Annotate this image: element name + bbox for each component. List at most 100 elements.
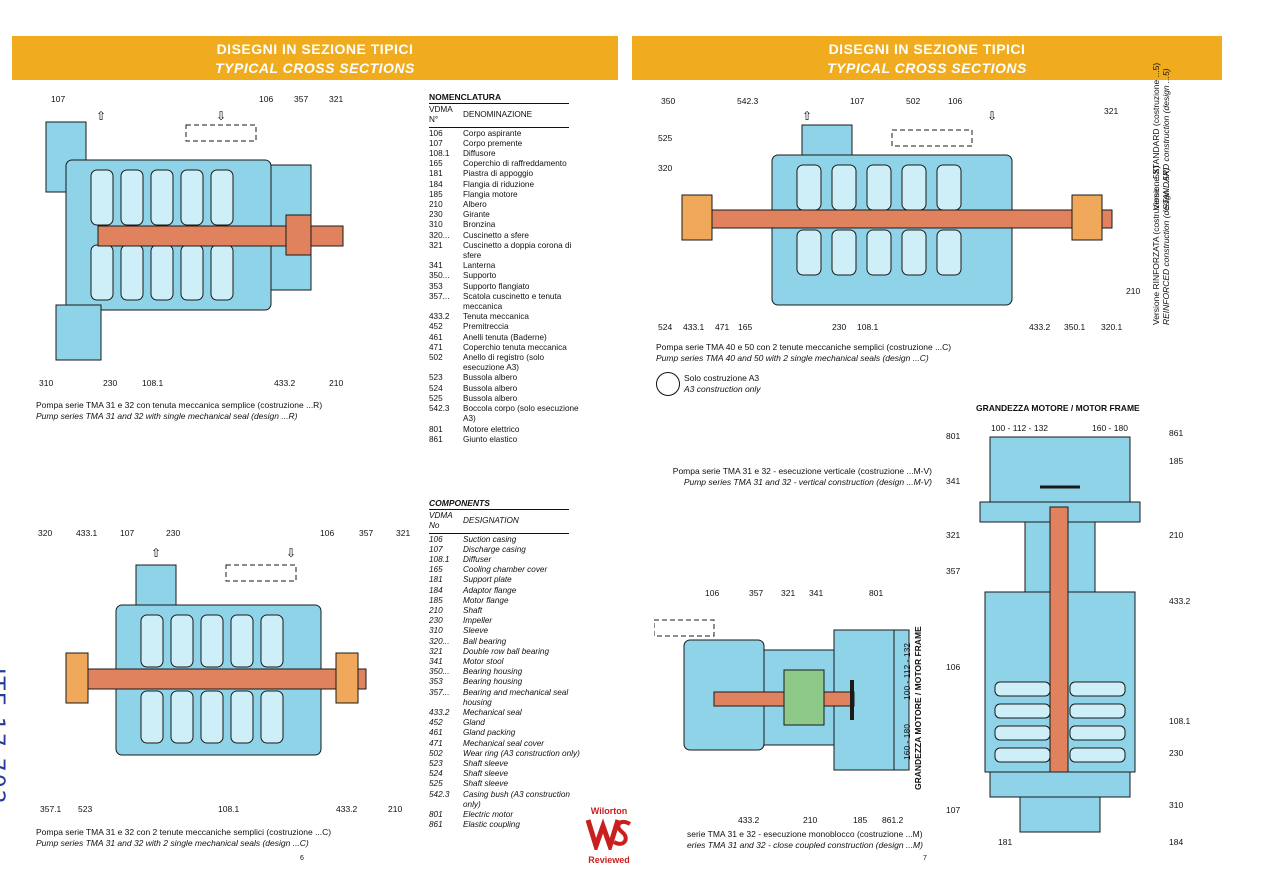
banner-title-it: DISEGNI IN SEZIONE TIPICI [828, 41, 1026, 57]
nomenclature-name: Giunto elastico [463, 434, 518, 444]
components-code: 108.1 [429, 555, 450, 565]
components-code: 357... [429, 687, 450, 697]
fig1-label: 321 [329, 94, 344, 104]
components-row: 184 Adaptor flange [429, 586, 583, 596]
fig3-label: 525 [658, 133, 673, 143]
svg-text:⇩: ⇩ [286, 546, 296, 560]
components-code: 321 [429, 646, 443, 656]
components-name: Gland [463, 718, 485, 728]
components-name: Ball bearing [463, 636, 507, 646]
nomenclature-col1: VDMA N° [429, 105, 453, 125]
fig4-label: 107 [946, 805, 961, 815]
nomenclature-name: Bussola albero [463, 373, 518, 383]
right-page: DISEGNI IN SEZIONE TIPICI TYPICAL CROSS … [632, 0, 1263, 893]
components-name: Impeller [463, 616, 493, 626]
fig5-frame-b: 160 - 180 [902, 724, 912, 760]
fig4-label: 210 [1169, 530, 1184, 540]
fig3-label: 106 [948, 96, 963, 106]
components-code: 452 [429, 718, 443, 728]
fig5-label: 321 [781, 588, 796, 598]
nomenclature-col2: DENOMINAZIONE [463, 110, 533, 120]
components-code: 184 [429, 585, 443, 595]
fig1-label: 357 [294, 94, 309, 104]
fig1-caption-en: Pump series TMA 31 and 32 with single me… [36, 411, 298, 421]
banner-title-en: TYPICAL CROSS SECTIONS [215, 60, 415, 76]
fig3-label: 350 [661, 96, 676, 106]
fig3-label: 542.3 [737, 96, 759, 106]
handwritten-note: ITE 17 702 [0, 668, 8, 806]
fig4-label: 861 [1169, 428, 1184, 438]
page-number: 6 [300, 855, 304, 862]
fig4-label: 108.1 [1169, 716, 1191, 726]
fig2-caption-it: Pompa serie TMA 31 e 32 con 2 tenute mec… [36, 827, 332, 837]
nomenclature-code: 321 [429, 240, 443, 250]
nomenclature-code: 353 [429, 281, 443, 291]
fig5-label: 210 [803, 815, 818, 825]
fig1-label: 106 [259, 94, 274, 104]
components-name: Suction casing [463, 534, 517, 544]
nomenclature-name: Premitreccia [463, 322, 509, 332]
left-banner: DISEGNI IN SEZIONE TIPICI TYPICAL CROSS … [12, 36, 618, 80]
components-name: Mechanical seal cover [463, 738, 545, 748]
nomenclature-code: 320... [429, 230, 450, 240]
fig5-label: 801 [869, 588, 884, 598]
nomenclature-name: Supporto [463, 271, 497, 281]
nomenclature-code: 341 [429, 261, 443, 271]
components-col2: DESIGNATION [463, 516, 519, 526]
nomenclature-code: 107 [429, 138, 443, 148]
fig3-label: 108.1 [857, 322, 879, 332]
fig1-label: 108.1 [142, 378, 164, 388]
fig4-label: 106 [946, 662, 961, 672]
fig2-label: 230 [166, 528, 181, 538]
components-row: 452 Gland [429, 718, 583, 728]
fig4-frame-b: 160 - 180 [1092, 423, 1128, 433]
components-name: Bearing housing [463, 667, 523, 677]
fig3-label: 524 [658, 322, 673, 332]
nomenclature-code: 106 [429, 128, 443, 138]
nomenclature-code: 525 [429, 393, 443, 403]
fig4-label: 184 [1169, 837, 1184, 847]
components-name: Double row ball bearing [463, 646, 550, 656]
components-code: 165 [429, 565, 443, 575]
components-name: Adaptor flange [463, 585, 517, 595]
components-code: 341 [429, 657, 443, 667]
svg-text:⇧: ⇧ [96, 109, 106, 123]
svg-text:⇧: ⇧ [151, 546, 161, 560]
fig5-label: 433.2 [738, 815, 760, 825]
components-code: 502 [429, 748, 443, 758]
components-code: 210 [429, 606, 443, 616]
components-name: Electric motor [463, 810, 514, 820]
nomenclature-row: 861 Giunto elastico [429, 435, 583, 445]
fig4-label: 433.2 [1169, 596, 1191, 606]
components-col1: VDMA No [429, 511, 453, 531]
fig5-label: 861.2 [882, 815, 904, 825]
nomenclature-code: 861 [429, 434, 443, 444]
fig4-label: 310 [1169, 800, 1184, 810]
components-name: Cooling chamber cover [463, 565, 548, 575]
banner-title-it: DISEGNI IN SEZIONE TIPICI [216, 41, 414, 57]
a3-legend-circle-icon [656, 372, 680, 396]
fig4-label: 230 [1169, 748, 1184, 758]
fig5-caption-en: eries TMA 31 and 32 - close coupled cons… [687, 840, 923, 850]
components-code: 801 [429, 810, 443, 820]
fig2-label: 210 [388, 804, 403, 814]
fig3-caption-en: Pump series TMA 40 and 50 with 2 single … [656, 353, 929, 363]
fig2-label: 320 [38, 528, 53, 538]
